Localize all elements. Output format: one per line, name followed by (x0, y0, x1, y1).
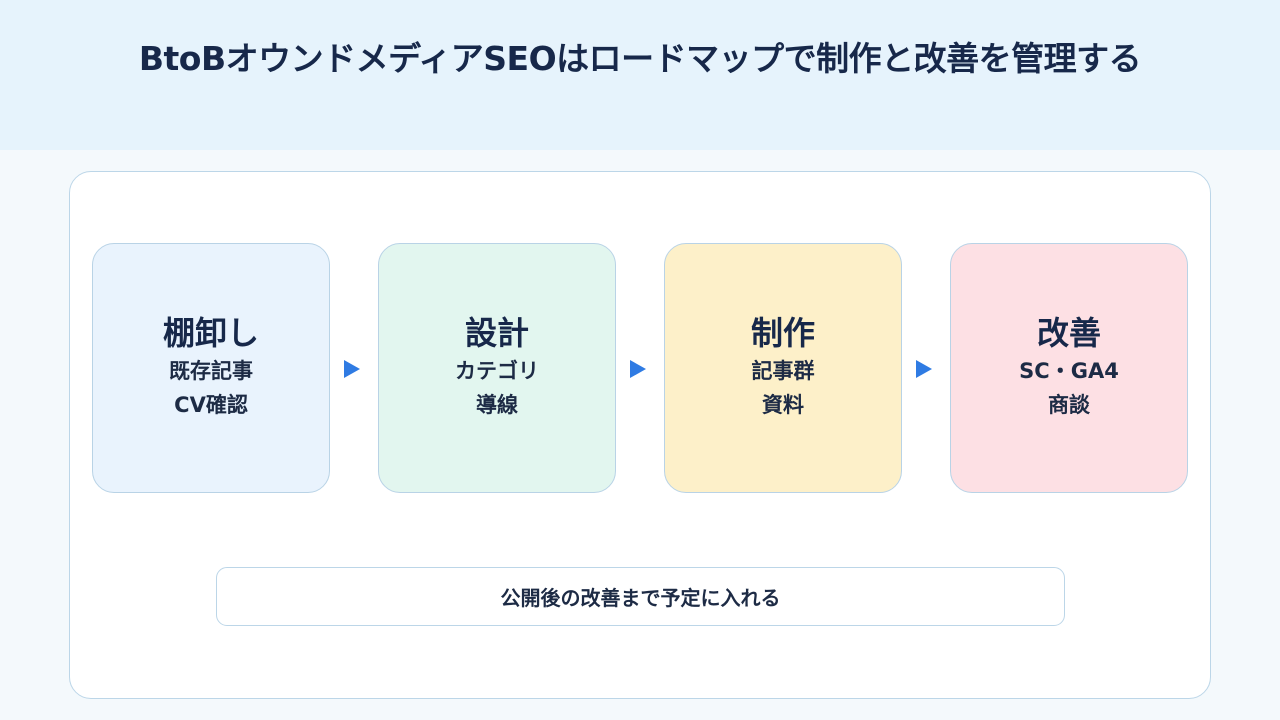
right-arrow-icon (630, 360, 646, 378)
step-design: 設計 カテゴリ 導線 (378, 243, 616, 493)
note-text: 公開後の改善まで予定に入れる (500, 586, 781, 610)
note-box: 公開後の改善まで予定に入れる (216, 567, 1065, 626)
step-improvement: 改善 SC・GA4 商談 (950, 243, 1188, 493)
step-detail: 導線 (476, 393, 518, 417)
right-arrow-icon (916, 360, 932, 378)
step-inventory: 棚卸し 既存記事 CV確認 (92, 243, 330, 493)
right-arrow-icon (344, 360, 360, 378)
step-detail: CV確認 (174, 393, 248, 417)
step-title: 制作 (750, 314, 815, 352)
step-detail: 既存記事 (169, 359, 253, 383)
header-band: BtoBオウンドメディアSEOはロードマップで制作と改善を管理する (0, 0, 1280, 150)
step-detail: 記事群 (751, 359, 815, 383)
step-detail: 商談 (1048, 393, 1090, 417)
step-production: 制作 記事群 資料 (664, 243, 902, 493)
step-title: 改善 (1036, 314, 1101, 352)
step-detail: カテゴリ (455, 359, 539, 383)
step-detail: 資料 (762, 393, 804, 417)
step-title: 設計 (464, 314, 529, 352)
step-detail: SC・GA4 (1019, 359, 1119, 383)
step-title: 棚卸し (162, 314, 259, 352)
page-title: BtoBオウンドメディアSEOはロードマップで制作と改善を管理する (138, 39, 1142, 78)
